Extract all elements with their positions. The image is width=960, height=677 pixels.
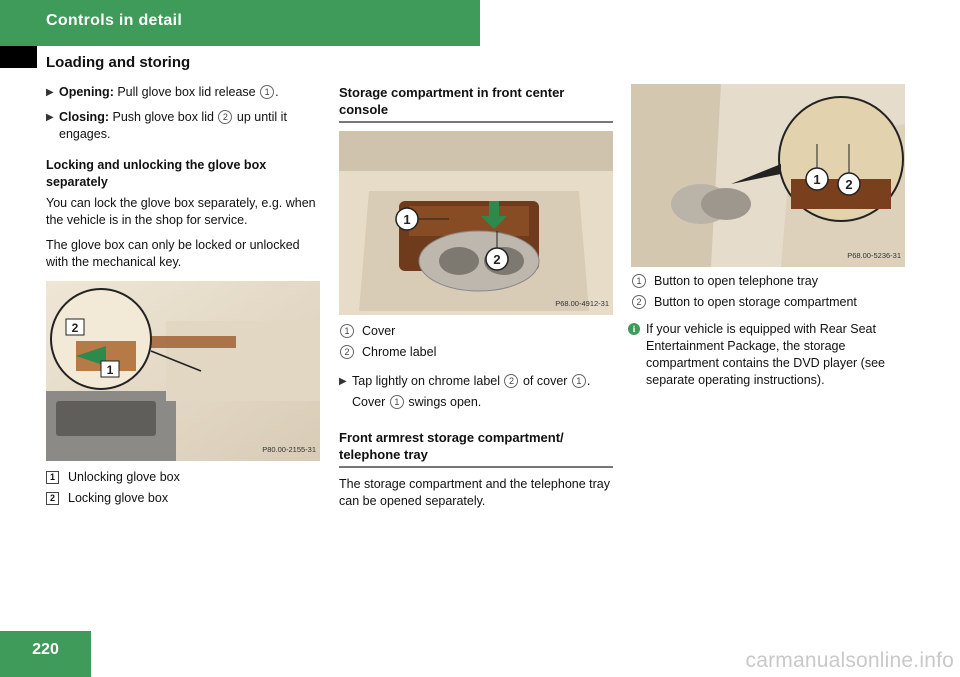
- legend-number: 2: [340, 345, 354, 359]
- legend-number: 2: [46, 492, 59, 505]
- legend-text: Locking glove box: [68, 491, 169, 505]
- result-text: Cover: [352, 395, 386, 409]
- image-code: P68.00-5236-31: [847, 251, 901, 260]
- legend-item: 1 Button to open telephone tray: [631, 273, 907, 290]
- opening-end: .: [275, 85, 279, 99]
- image-code: P80.00-2155-31: [262, 445, 316, 454]
- svg-text:2: 2: [845, 177, 852, 192]
- arrow-right-icon: ▶: [46, 87, 54, 98]
- marker-1: 1: [571, 374, 586, 388]
- result-text-2: swings open.: [408, 395, 482, 409]
- console-photo: 1 2 P68.00-4912-31: [339, 131, 613, 315]
- svg-text:1: 1: [107, 363, 114, 377]
- armrest-photo: 1 2 P68.00-5236-31: [631, 84, 905, 267]
- svg-text:1: 1: [813, 172, 820, 187]
- marker-1: 1: [260, 85, 275, 99]
- section-title: Loading and storing: [46, 54, 191, 71]
- opening-step: ▶ Opening: Pull glove box lid release 1.: [46, 84, 322, 101]
- svg-text:1: 1: [403, 212, 410, 227]
- legend-item: 2 Chrome label: [339, 344, 613, 361]
- legend-item: 2 Locking glove box: [46, 490, 322, 507]
- legend-text: Cover: [362, 324, 396, 338]
- column-2: Storage compartment in front center cons…: [339, 84, 613, 518]
- legend-item: 1 Cover: [339, 323, 613, 340]
- arrow-right-icon: ▶: [339, 376, 347, 387]
- closing-label: Closing:: [59, 110, 109, 124]
- image-code: P68.00-4912-31: [555, 299, 609, 308]
- legend-text: Button to open telephone tray: [654, 274, 819, 288]
- info-icon: i: [628, 323, 640, 335]
- svg-text:2: 2: [72, 321, 79, 335]
- armrest-paragraph: The storage compartment and the telephon…: [339, 477, 610, 508]
- svg-text:2: 2: [493, 252, 500, 267]
- legend-number: 1: [340, 324, 354, 338]
- armrest-heading: Front armrest storage compartment/ telep…: [339, 429, 613, 468]
- section-marker: [0, 46, 37, 68]
- opening-label: Opening:: [59, 85, 114, 99]
- info-note: i If your vehicle is equipped with Rear …: [628, 321, 907, 389]
- chapter-header: [0, 0, 480, 46]
- marker-1: 1: [389, 395, 404, 409]
- console-step: ▶ Tap lightly on chrome label 2 of cover…: [339, 373, 613, 390]
- console-legend: 1 Cover 2 Chrome label: [339, 323, 613, 361]
- step-text: Tap lightly on chrome label: [352, 374, 500, 388]
- column-1: ▶ Opening: Pull glove box lid release 1.…: [46, 84, 322, 511]
- page-number: 220: [0, 631, 91, 677]
- opening-text: Pull glove box lid release: [117, 85, 256, 99]
- glovebox-photo: 2 1 P80.00-2155-31: [46, 281, 320, 461]
- info-text: If your vehicle is equipped with Rear Se…: [646, 322, 885, 387]
- armrest-legend: 1 Button to open telephone tray 2 Button t…: [631, 273, 907, 311]
- chapter-title: Controls in detail: [46, 12, 183, 29]
- legend-text: Button to open storage compartment: [654, 295, 857, 309]
- step-end: .: [586, 374, 591, 388]
- lock-heading: Locking and unlocking the glove box sepa…: [46, 158, 267, 189]
- arrow-right-icon: ▶: [46, 112, 54, 123]
- legend-text: Unlocking glove box: [68, 470, 180, 484]
- console-heading: Storage compartment in front center cons…: [339, 84, 613, 123]
- legend-text: Chrome label: [362, 345, 437, 359]
- legend-number: 1: [632, 274, 646, 288]
- closing-step: ▶ Closing: Push glove box lid 2 up until…: [46, 109, 322, 143]
- lock-paragraph-1: You can lock the glove box separately, e…: [46, 196, 316, 227]
- watermark: carmanualsonline.info: [745, 649, 954, 672]
- marker-2: 2: [504, 374, 519, 388]
- step-text-2: of cover: [522, 374, 568, 388]
- lock-paragraph-2: The glove box can only be locked or unlo…: [46, 238, 300, 269]
- legend-number: 1: [46, 471, 59, 484]
- marker-2: 2: [218, 110, 233, 124]
- legend-item: 2 Button to open storage compartment: [631, 294, 907, 311]
- legend-item: 1 Unlocking glove box: [46, 469, 322, 486]
- closing-end: up until it engages.: [59, 110, 287, 141]
- legend-number: 2: [632, 295, 646, 309]
- glovebox-legend: 1 Unlocking glove box 2 Locking glove box: [46, 469, 322, 507]
- closing-text: Push glove box lid: [112, 110, 214, 124]
- console-result: Cover 1 swings open.: [339, 394, 613, 411]
